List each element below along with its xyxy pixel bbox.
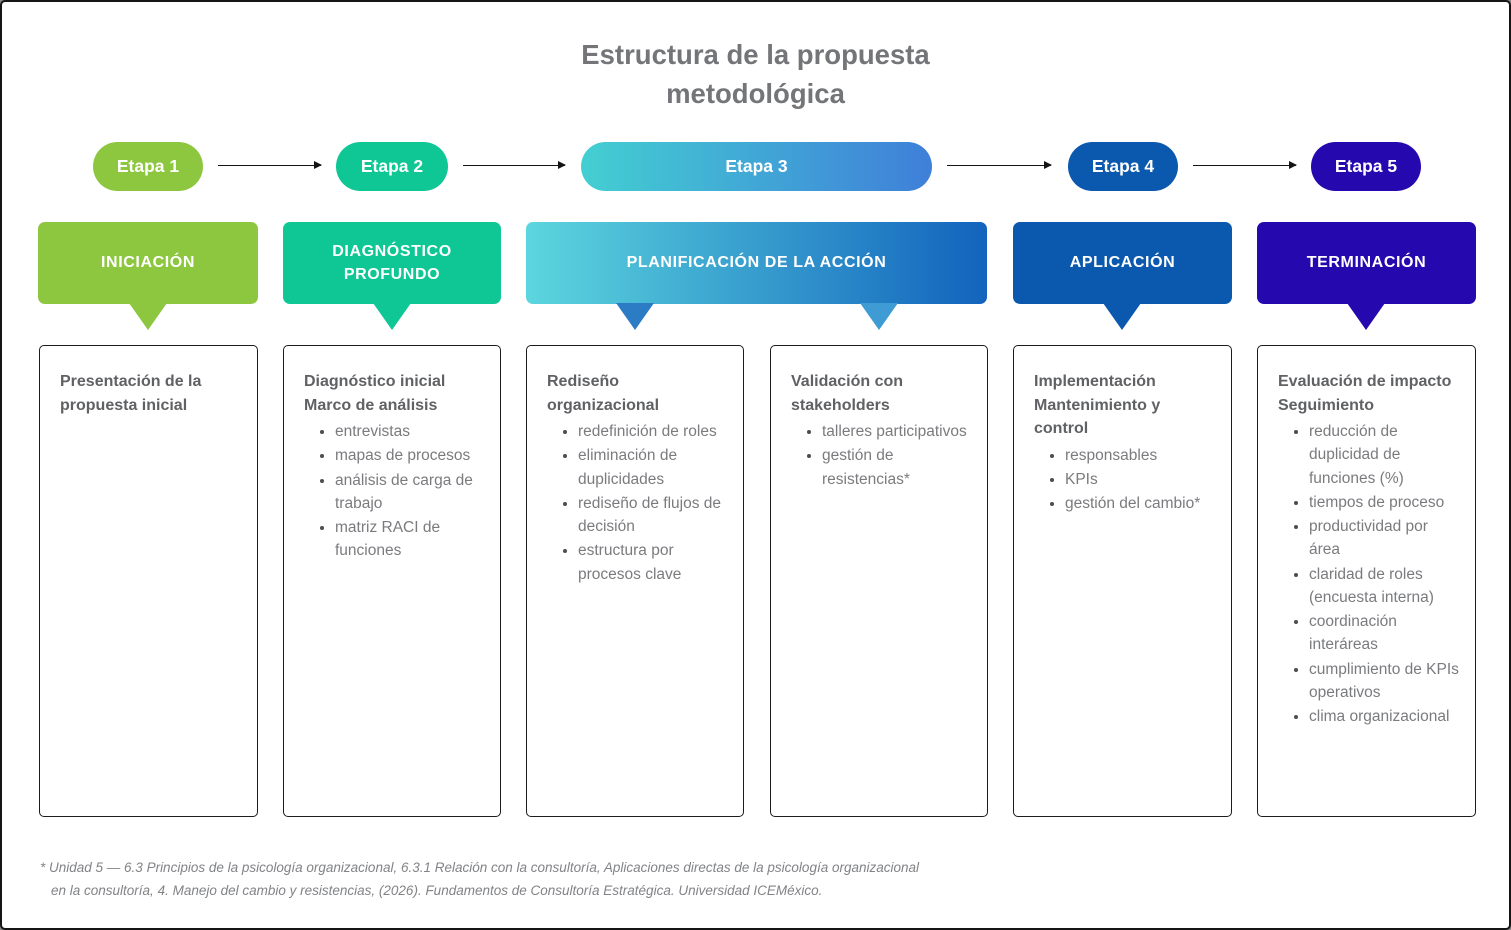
phase-detail-box-validacion: Validación con stakeholders talleres par… [770,345,988,817]
phase-banner-label: APLICACIÓN [1069,254,1176,272]
stage-pill-label: Etapa 4 [1091,156,1155,176]
banner-pointer-icon [1103,303,1141,330]
bullet-item: clima organizacional [1309,705,1461,728]
bullet-item: tiempos de proceso [1309,491,1461,514]
bullet-item: estructura por procesos clave [578,539,729,586]
bullet-list: entrevistas mapas de procesos análisis d… [304,420,486,563]
box-heading-line: Implementación [1034,373,1156,390]
phase-detail-box-implementacion: Implementación Mantenimiento y control r… [1013,345,1232,817]
phase-banner-aplicacion: APLICACIÓN [1013,222,1232,304]
footnote: * Unidad 5 — 6.3 Principios de la psicol… [40,857,919,903]
box-heading-line: Evaluación de impacto [1278,373,1452,390]
box-heading-line: Seguimiento [1278,396,1375,414]
flow-arrow-icon [463,160,566,169]
bullet-item: productividad por área [1309,515,1461,562]
footnote-line2: en la consultoría, 4. Manejo del cambio … [51,882,823,898]
bullet-item: matriz RACI de funciones [335,516,486,563]
box-heading-line: Mantenimiento y control [1034,396,1161,438]
stage-pill-etapa-1: Etapa 1 [93,142,203,191]
phase-detail-box-rediseno: Rediseño organizacional redefinición de … [526,345,744,817]
bullet-item: responsables [1065,444,1217,467]
banner-pointer-icon [860,303,898,330]
footnote-line1: * Unidad 5 — 6.3 Principios de la psicol… [40,860,920,875]
bullet-item: KPIs [1065,468,1217,491]
flow-arrow-icon [947,160,1052,169]
banner-pointer-icon [616,303,654,330]
bullet-list: redefinición de roles eliminación de dup… [547,420,729,586]
stage-pill-etapa-3: Etapa 3 [581,142,932,191]
page-title-line2: metodológica [666,78,845,110]
phase-banner-terminacion: TERMINACIÓN [1257,222,1476,304]
phase-detail-box-evaluacion: Evaluación de impacto Seguimiento reducc… [1257,345,1476,817]
banner-pointer-icon [373,303,411,330]
stage-pill-label: Etapa 2 [360,156,424,176]
bullet-item: eliminación de duplicidades [578,444,729,491]
stage-pill-etapa-2: Etapa 2 [336,142,448,191]
bullet-item: reducción de duplicidad de funciones (%) [1309,420,1461,490]
bullet-item: entrevistas [335,420,486,443]
flow-arrow-icon [1193,160,1297,169]
page-title: Estructura de la propuesta metodológica [2,35,1509,113]
bullet-item: redefinición de roles [578,420,729,443]
banner-pointer-icon [129,303,167,330]
stage-pill-label: Etapa 5 [1334,156,1398,176]
bullet-item: gestión del cambio* [1065,492,1217,515]
phase-detail-box-iniciacion: Presentación de la propuesta inicial [39,345,258,817]
phase-banner-planificacion-de-la-accion: PLANIFICACIÓN DE LA ACCIÓN [526,222,987,304]
bullet-item: cumplimiento de KPIs operativos [1309,658,1461,705]
bullet-item: gestión de resistencias* [822,444,973,491]
bullet-item: talleres participativos [822,420,973,443]
bullet-item: mapas de procesos [335,444,486,467]
box-heading-line: Rediseño organizacional [547,373,660,414]
phase-detail-box-diagnostico: Diagnóstico inicial Marco de análisis en… [283,345,501,817]
bullet-item: claridad de roles (encuesta interna) [1309,563,1461,610]
banner-pointer-icon [1347,303,1385,330]
bullet-item: análisis de carga de trabajo [335,469,486,516]
box-heading-line: Marco de análisis [304,396,438,414]
stage-pill-etapa-4: Etapa 4 [1068,142,1178,191]
page-title-line1: Estructura de la propuesta [581,39,930,70]
bullet-list: reducción de duplicidad de funciones (%)… [1278,420,1461,728]
box-heading-line: Diagnóstico inicial [304,373,446,390]
bullet-list: responsables KPIs gestión del cambio* [1034,444,1217,516]
stage-pill-etapa-5: Etapa 5 [1311,142,1421,191]
phase-banner-label: TERMINACIÓN [1306,254,1427,272]
phase-banner-diagnostico-profundo: DIAGNÓSTICO PROFUNDO [283,222,501,304]
bullet-list: talleres participativos gestión de resis… [791,420,973,491]
stage-pill-label: Etapa 1 [116,156,180,176]
phase-banner-label: PLANIFICACIÓN DE LA ACCIÓN [626,254,887,272]
phase-banner-iniciacion: INICIACIÓN [38,222,258,304]
box-heading-line: Validación con stakeholders [791,373,904,414]
phase-banner-label: INICIACIÓN [101,254,195,272]
bullet-item: coordinación interáreas [1309,610,1461,657]
stage-pill-label: Etapa 3 [725,156,788,176]
flow-arrow-icon [218,160,322,169]
box-heading-line: Presentación de la propuesta inicial [60,373,202,414]
phase-banner-label: DIAGNÓSTICO PROFUNDO [332,242,452,283]
bullet-item: rediseño de flujos de decisión [578,492,729,539]
